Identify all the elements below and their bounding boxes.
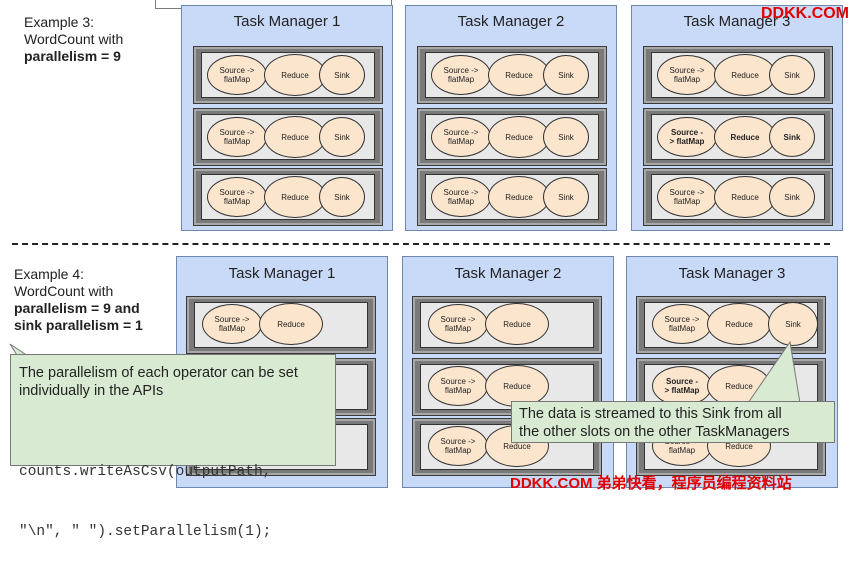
example4-line1: Example 4: (14, 266, 85, 282)
sink-op: Sink (543, 177, 589, 217)
source-op: Source -> flatMap (207, 177, 267, 217)
source-op: Source -> flatMap (652, 304, 712, 344)
reduce-op: Reduce (714, 176, 776, 218)
ex3-task-manager-2: Task Manager 2 Source -> flatMap Reduce … (405, 5, 617, 231)
source-op: Source -> flatMap (431, 177, 491, 217)
example4-line2: WordCount with (14, 283, 114, 299)
ex3-task-manager-3: Task Manager 3 Source -> flatMap Reduce … (631, 5, 843, 231)
source-op: Source -> flatMap (207, 55, 267, 95)
reduce-op: Reduce (488, 54, 550, 96)
sink-op: Sink (543, 55, 589, 95)
ex3-tm2-title: Task Manager 2 (457, 13, 565, 30)
reduce-op: Reduce (714, 116, 776, 158)
callout-text-line1: The parallelism of each operator can be … (19, 365, 298, 381)
sink-op: Sink (319, 55, 365, 95)
reduce-op: Reduce (488, 176, 550, 218)
sink-op: Sink (769, 117, 815, 157)
source-op: Source -> flatMap (657, 55, 717, 95)
watermark-top: DDKK.COM (761, 5, 849, 22)
source-op: Source -> flatMap (431, 55, 491, 95)
dashed-separator (12, 243, 830, 245)
sink-op: Sink (319, 177, 365, 217)
source-op: Source - > flatMap (652, 366, 712, 406)
ex3-task-manager-1: Task Manager 1 Source -> flatMap Reduce … (181, 5, 393, 231)
sink-op: Sink (769, 55, 815, 95)
watermark-bottom: DDKK.COM 弟弟快看，程序员编程资料站 (510, 475, 792, 492)
source-op: Source - > flatMap (657, 117, 717, 157)
sink-callout-line1: The data is streamed to this Sink from a… (519, 406, 782, 422)
example4-line3: parallelism = 9 and (14, 300, 140, 316)
ex3-tm3-title: Task Manager 3 (683, 13, 791, 30)
callout-code-line2: "\n", " ").setParallelism(1); (19, 524, 272, 540)
reduce-op: Reduce (264, 176, 326, 218)
example4-label: Example 4: WordCount with parallelism = … (14, 266, 143, 334)
source-op: Source -> flatMap (657, 177, 717, 217)
ex4-tm1-title: Task Manager 1 (228, 265, 336, 282)
callout-code-line1: counts.writeAsCsv(outputPath, (19, 464, 272, 480)
reduce-op: Reduce (485, 303, 549, 345)
reduce-op: Reduce (485, 365, 549, 407)
parallelism-callout: The parallelism of each operator can be … (10, 354, 336, 540)
callout-text-line2: individually in the APIs (19, 383, 164, 399)
example3-line3: parallelism = 9 (24, 48, 121, 64)
sink-op: Sink (769, 177, 815, 217)
source-op: Source -> flatMap (202, 304, 262, 344)
reduce-op: Reduce (259, 303, 323, 345)
ex4-tm3-title: Task Manager 3 (678, 265, 786, 282)
example4-line4: sink parallelism = 1 (14, 317, 143, 333)
ex4-tm2-title: Task Manager 2 (454, 265, 562, 282)
sink-op: Sink (319, 117, 365, 157)
reduce-op: Reduce (488, 116, 550, 158)
sink-op: Sink (543, 117, 589, 157)
source-op: Source -> flatMap (428, 304, 488, 344)
sink-stream-callout: The data is streamed to this Sink from a… (511, 401, 835, 443)
sink-op: Sink (768, 302, 818, 346)
example3-label: Example 3: WordCount with parallelism = … (24, 14, 123, 65)
example3-line2: WordCount with (24, 31, 124, 47)
example3-line1: Example 3: (24, 14, 95, 30)
sink-callout-line2: the other slots on the other TaskManager… (519, 424, 790, 440)
source-op: Source -> flatMap (428, 426, 488, 466)
source-op: Source -> flatMap (428, 366, 488, 406)
source-op: Source -> flatMap (431, 117, 491, 157)
ex3-tm1-title: Task Manager 1 (233, 13, 341, 30)
